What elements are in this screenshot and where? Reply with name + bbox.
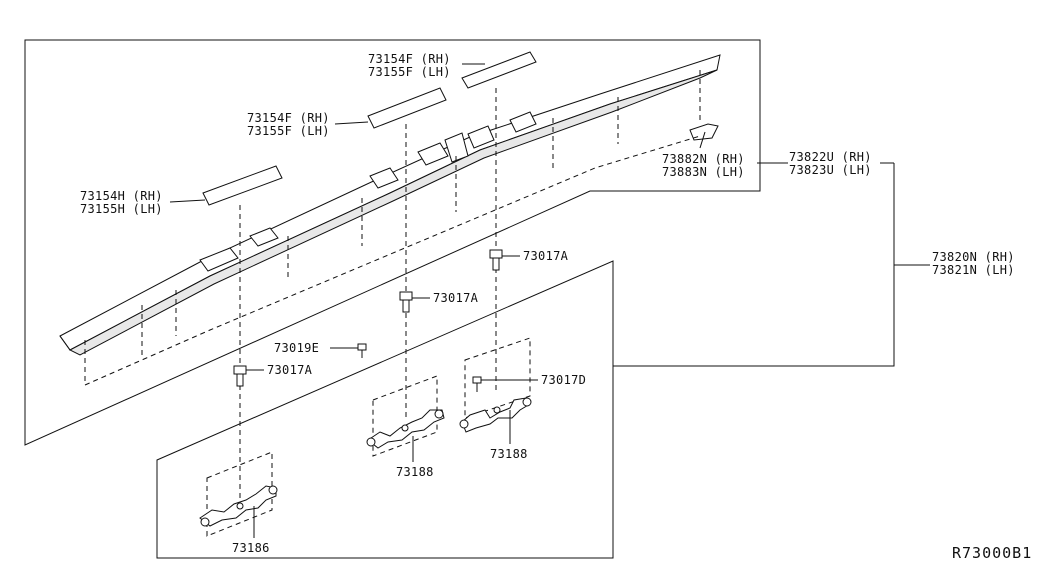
- label-nut-upper: 73017A: [523, 249, 569, 263]
- rail-end-cover: [461, 51, 537, 89]
- nut-middle: [399, 291, 413, 313]
- bracket-middle: [366, 375, 445, 457]
- label-rail-mid-cover-lh: 73155F (LH): [247, 124, 330, 138]
- label-rail-front-cover-rh: 73154H (RH): [80, 189, 163, 203]
- label-roof-rail-assy-rh: 73820N (RH): [932, 250, 1015, 264]
- rail-mid-cover: [367, 87, 447, 129]
- label-nut-middle: 73017A: [433, 291, 479, 305]
- callout-rail-end-clip: 73882N (RH) 73883N (LH): [662, 152, 745, 179]
- bracket-right: [459, 337, 532, 433]
- rail-end-clip: [689, 123, 719, 141]
- label-roof-rail-assy-lh: 73821N (LH): [932, 263, 1015, 277]
- label-rail-end-clip-lh: 73883N (LH): [662, 165, 745, 179]
- locator-lines: [239, 88, 497, 500]
- bracket-left: [199, 451, 278, 537]
- roof-rail-group-frame: [24, 39, 761, 446]
- label-roof-rail-lh: 73823U (LH): [789, 163, 872, 177]
- diagram-code: R73000B1: [952, 544, 1032, 562]
- callout-roof-rail-assy: 73820N (RH) 73821N (LH): [932, 250, 1015, 277]
- label-bracket-right: 73188: [490, 447, 528, 461]
- bracket-group-frame: [156, 260, 614, 559]
- screw-e: [357, 343, 367, 358]
- callout-roof-rail: 73822U (RH) 73823U (LH): [789, 150, 872, 177]
- rail-projection-lines: [84, 70, 701, 386]
- label-rail-end-cover-lh: 73155F (LH): [368, 65, 451, 79]
- roof-rail: [59, 54, 721, 356]
- label-rail-end-clip-rh: 73882N (RH): [662, 152, 745, 166]
- callout-rail-front-cover: 73154H (RH) 73155H (LH): [80, 189, 163, 216]
- label-screw-d: 73017D: [541, 373, 586, 387]
- label-rail-front-cover-lh: 73155H (LH): [80, 202, 163, 216]
- label-bracket-middle: 73188: [396, 465, 434, 479]
- screw-d: [472, 376, 482, 392]
- label-nut-left: 73017A: [267, 363, 313, 377]
- label-roof-rail-rh: 73822U (RH): [789, 150, 872, 164]
- label-rail-mid-cover-rh: 73154F (RH): [247, 111, 330, 125]
- label-bracket-left: 73186: [232, 541, 270, 555]
- label-rail-end-cover-rh: 73154F (RH): [368, 52, 451, 66]
- rail-front-cover: [202, 165, 283, 206]
- leader-lines: [169, 63, 930, 538]
- nut-upper: [489, 249, 503, 271]
- label-screw-e: 73019E: [274, 341, 319, 355]
- nut-left: [233, 365, 247, 387]
- callout-rail-end-cover: 73154F (RH) 73155F (LH): [368, 52, 451, 79]
- callout-rail-mid-cover: 73154F (RH) 73155F (LH): [247, 111, 330, 138]
